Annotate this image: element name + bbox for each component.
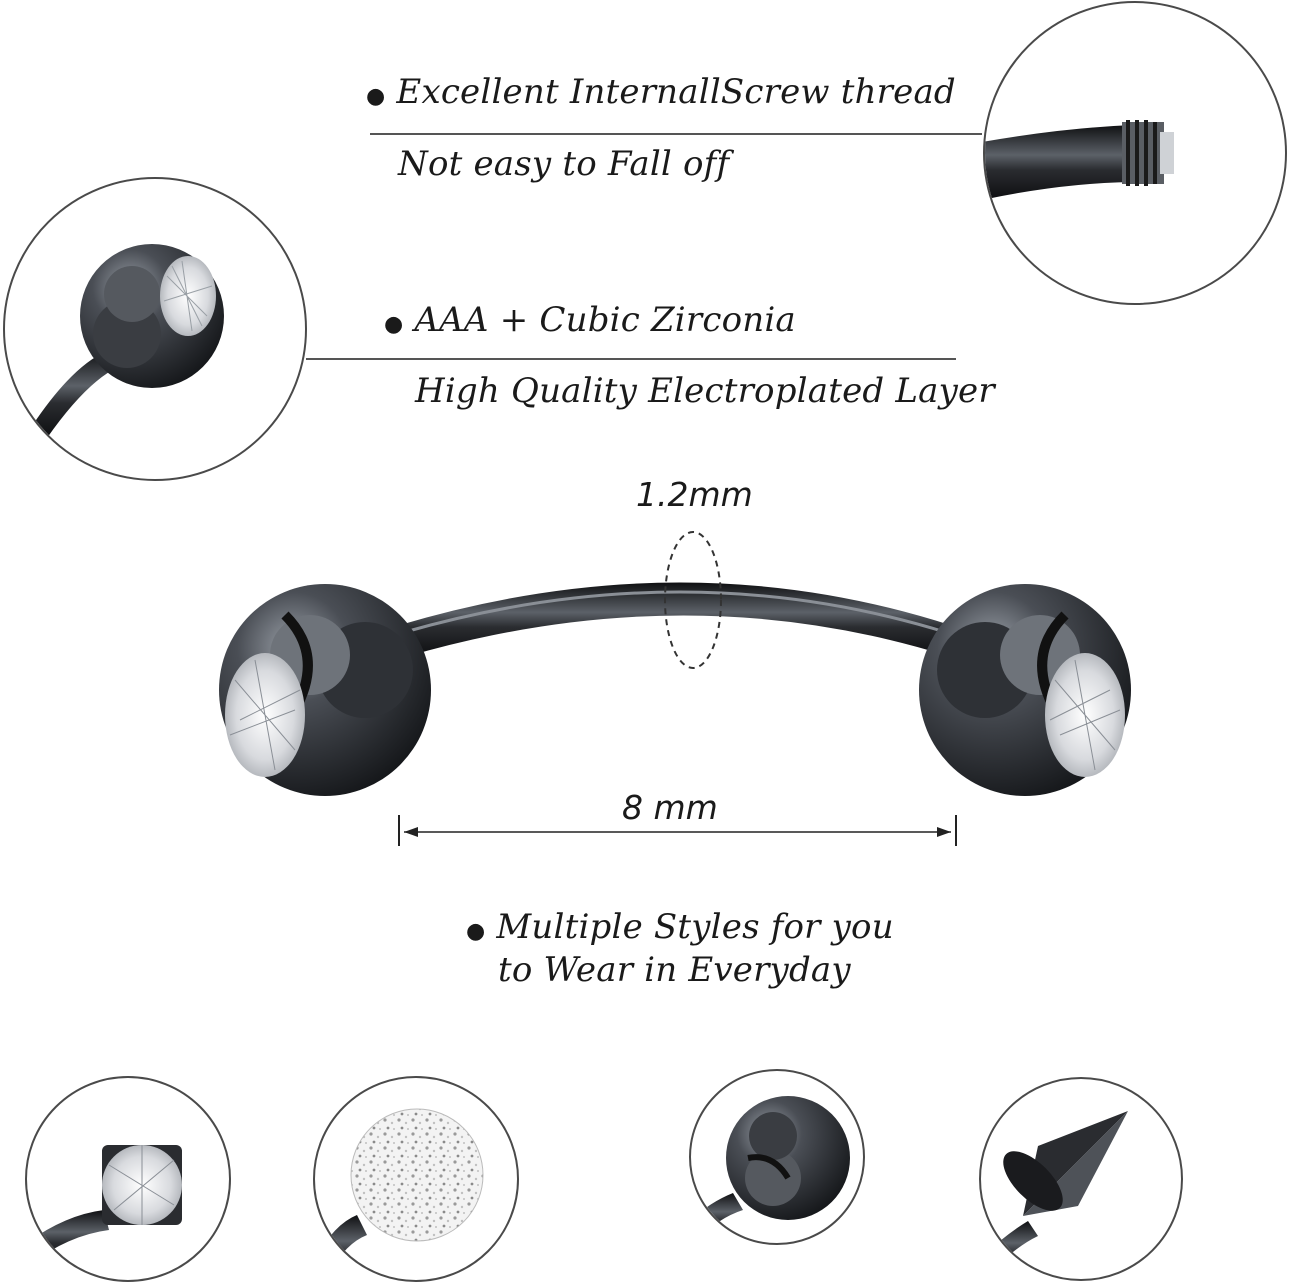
style-spike-image [979,1077,1183,1281]
length-label: 8 mm [622,788,718,827]
style-prong-set-crystal-image [25,1076,231,1282]
styles-line1-text: Multiple Styles for you [496,907,894,947]
thread-feature-title: ● Excellent InternallScrew thread [366,72,956,112]
thickness-label: 1.2mm [636,475,753,514]
bullet-icon: ● [384,312,404,337]
curved-barbell-image [219,531,1131,796]
zirconia-ball-closeup-image [3,177,307,481]
style-glitter-ball-image [313,1076,519,1282]
styles-feature-line1: ● Multiple Styles for you [466,907,894,947]
zirconia-title-text: AAA + Cubic Zirconia [414,300,796,340]
zirconia-feature-subtitle: High Quality Electroplated Layer [415,371,995,411]
length-dimension-arrow [398,815,957,846]
thread-divider [370,133,982,135]
thread-title-text: Excellent InternallScrew thread [396,72,956,112]
styles-feature-line2: to Wear in Everyday [498,950,851,990]
zirconia-divider [306,358,956,360]
bullet-icon: ● [366,84,386,109]
style-zirconia-ball-image [689,1069,865,1245]
bullet-icon: ● [466,919,486,944]
screw-thread-closeup-image [983,1,1287,305]
thread-feature-subtitle: Not easy to Fall off [398,144,730,184]
zirconia-feature-title: ● AAA + Cubic Zirconia [384,300,796,340]
